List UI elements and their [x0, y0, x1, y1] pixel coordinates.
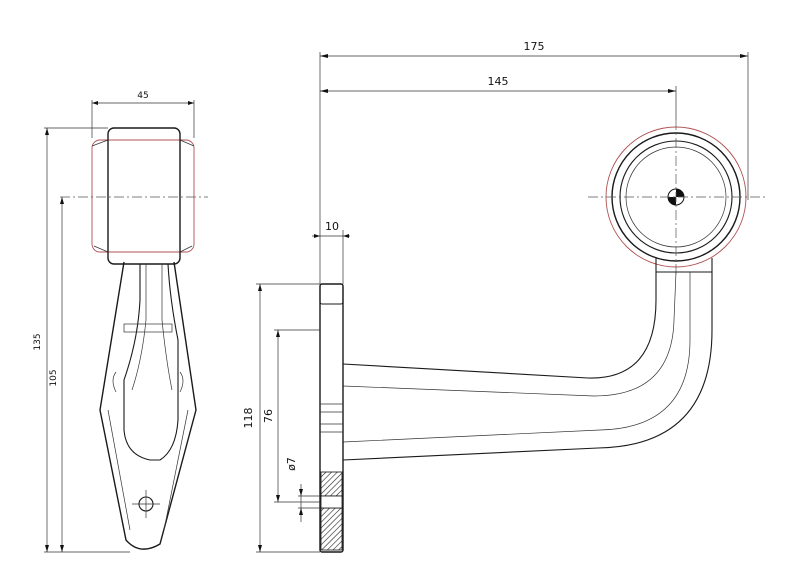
dim-side-center-height: 105 — [49, 369, 59, 386]
side-view: 45 135 105 — [33, 91, 208, 553]
dim-side-total-height: 135 — [33, 333, 43, 350]
dim-total-length: 175 — [524, 40, 545, 53]
front-base-section-lower — [320, 507, 343, 551]
side-arm — [123, 263, 179, 461]
dim-base-thickness: 10 — [325, 220, 339, 233]
dim-side-width: 45 — [137, 91, 148, 101]
dim-base-height: 118 — [242, 408, 255, 429]
dim-center-length: 145 — [488, 75, 509, 88]
side-base-plate — [99, 261, 197, 550]
side-lamp-outer — [91, 139, 195, 253]
front-arm-lower — [342, 272, 713, 461]
front-mount-hole-section — [320, 495, 343, 509]
side-lamp-body — [107, 127, 181, 265]
dim-hole-diameter: ø7 — [285, 457, 298, 471]
dim-hole-spacing: 76 — [262, 409, 275, 423]
front-base-section-upper — [320, 471, 343, 497]
front-arm-upper — [342, 272, 657, 379]
side-arm-band — [123, 323, 173, 333]
front-view: 175 145 10 118 76 ø7 — [242, 40, 768, 553]
